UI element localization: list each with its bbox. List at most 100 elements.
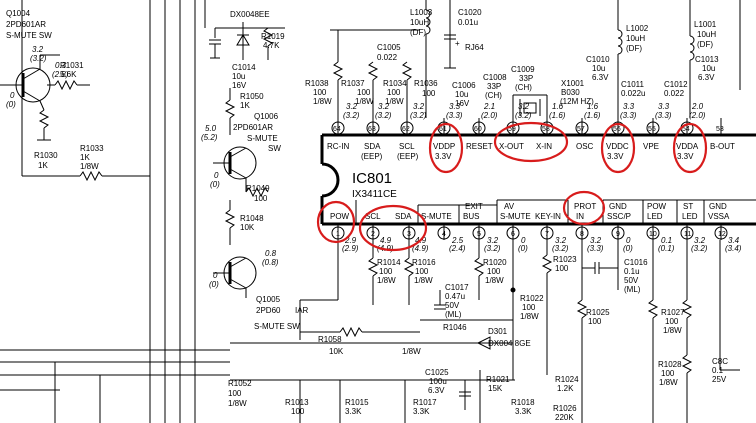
svg-text:R1020: R1020 (483, 258, 507, 267)
svg-text:2.0: 2.0 (691, 102, 704, 111)
bottom-pin-numbers: 1 2 3 4 5 6 7 8 9 10 11 12 (336, 231, 726, 238)
svg-text:C1009: C1009 (511, 65, 535, 74)
svg-text:2.9: 2.9 (344, 236, 357, 245)
svg-text:R1017: R1017 (413, 398, 437, 407)
svg-text:10uH: 10uH (626, 34, 645, 43)
svg-text:6.3V: 6.3V (428, 386, 445, 395)
label-vddp: VDDP (433, 142, 455, 151)
pin-2-num: 2 (371, 231, 375, 238)
svg-text:+: + (455, 39, 460, 48)
bottom-pin-labels: POW SCL SDA S-MUTE EXIT BUS AV S-MUTE KE… (330, 202, 730, 221)
ic-part-number: IX3411CE (352, 189, 397, 200)
bottom-voltages: 2.9(2.9) 4.9(4.9) 4.9(4.9) 2.5(2.4) 3.2(… (342, 236, 742, 253)
svg-text:(3.2): (3.2) (410, 111, 427, 120)
svg-text:1/8W: 1/8W (385, 97, 404, 106)
svg-text:(EEP): (EEP) (397, 152, 419, 161)
svg-text:1/8W: 1/8W (520, 312, 539, 321)
svg-text:1.6: 1.6 (587, 102, 599, 111)
svg-text:(CH): (CH) (485, 91, 502, 100)
svg-text:100: 100 (387, 88, 401, 97)
highlight-prot-in (562, 190, 606, 226)
svg-text:L1001: L1001 (694, 20, 717, 29)
svg-text:(DF): (DF) (410, 28, 426, 37)
svg-text:(2.8): (2.8) (52, 70, 69, 79)
svg-text:25V: 25V (712, 375, 727, 384)
svg-text:3.2: 3.2 (694, 236, 706, 245)
label-exit: EXIT (465, 202, 483, 211)
bottom-pins (331, 224, 728, 240)
svg-text:10uH: 10uH (410, 18, 429, 27)
svg-text:S-MUTE SW: S-MUTE SW (6, 31, 52, 40)
svg-text:R1031: R1031 (60, 61, 84, 70)
label-osc: OSC (576, 142, 594, 151)
svg-text:R1036: R1036 (414, 79, 438, 88)
svg-text:C1012: C1012 (664, 80, 688, 89)
svg-text:L1003: L1003 (410, 8, 433, 17)
svg-text:R1014: R1014 (377, 258, 401, 267)
svg-text:R1024: R1024 (555, 375, 579, 384)
svg-text:SSC/P: SSC/P (607, 212, 631, 221)
pin-56-num: 56 (613, 126, 621, 133)
x1001-crystal (523, 102, 537, 114)
svg-text:3.4: 3.4 (728, 236, 740, 245)
svg-text:1/8W: 1/8W (485, 276, 504, 285)
left-bus-lines (0, 0, 230, 423)
svg-text:1K: 1K (80, 153, 90, 162)
svg-text:1K: 1K (38, 161, 48, 170)
svg-text:(5.2): (5.2) (201, 133, 218, 142)
svg-text:0.1: 0.1 (661, 236, 672, 245)
pin-1-num: 1 (336, 231, 340, 238)
svg-text:100: 100 (555, 264, 569, 273)
svg-text:S-MUTE SW: S-MUTE SW (254, 322, 300, 331)
svg-text:1K: 1K (240, 101, 250, 110)
svg-text:(3.4): (3.4) (725, 244, 742, 253)
pin-61-num: 61 (439, 126, 447, 133)
svg-text:2.5: 2.5 (451, 236, 464, 245)
svg-text:R1048: R1048 (240, 214, 264, 223)
pin-7-num: 7 (545, 231, 549, 238)
svg-text:(3.2): (3.2) (375, 111, 392, 120)
svg-text:3.3K: 3.3K (413, 407, 430, 416)
svg-text:1/8W: 1/8W (377, 276, 396, 285)
svg-text:R1037: R1037 (341, 79, 365, 88)
svg-text:3.3K: 3.3K (515, 407, 532, 416)
label-av: AV (504, 202, 515, 211)
svg-text:(3.3): (3.3) (587, 244, 604, 253)
label-vdda: VDDA (676, 142, 699, 151)
top-pin-labels: RC-IN SDA (EEP) SCL (EEP) VDDP 3.3V RESE… (327, 142, 735, 161)
svg-text:C1010: C1010 (586, 55, 610, 64)
svg-text:C1020: C1020 (458, 8, 482, 17)
label-sda-eep: SDA (364, 142, 381, 151)
svg-text:(ML): (ML) (445, 310, 462, 319)
svg-text:5.6K: 5.6K (60, 70, 77, 79)
ic-body (320, 133, 756, 226)
svg-text:C1005: C1005 (377, 43, 401, 52)
svg-text:LED: LED (682, 212, 698, 221)
svg-text:DX0048EE: DX0048EE (230, 10, 270, 19)
pin-54-num: 54 (682, 126, 690, 133)
r1030-resistor (38, 109, 50, 129)
top-pin-numbers: 64 63 62 61 60 59 58 57 56 55 54 53 (333, 126, 724, 133)
svg-text:100: 100 (522, 303, 536, 312)
svg-text:(3.2): (3.2) (30, 54, 47, 63)
svg-text:0.1: 0.1 (712, 366, 724, 375)
pin-9-num: 9 (616, 231, 620, 238)
svg-text:C1016: C1016 (624, 258, 648, 267)
svg-text:0.8: 0.8 (265, 249, 277, 258)
svg-text:2.1: 2.1 (483, 102, 495, 111)
svg-text:0.01u: 0.01u (458, 18, 478, 27)
svg-text:(1.6): (1.6) (584, 111, 601, 120)
svg-text:100: 100 (379, 267, 393, 276)
pin-5-num: 5 (477, 231, 481, 238)
svg-text:R1038: R1038 (305, 79, 329, 88)
svg-text:(0): (0) (210, 180, 220, 189)
svg-text:100: 100 (415, 267, 429, 276)
q1005-transistor (213, 256, 257, 298)
svg-text:100: 100 (291, 407, 305, 416)
svg-text:L1002: L1002 (626, 24, 649, 33)
svg-text:10K: 10K (240, 223, 255, 232)
svg-text:C1014: C1014 (232, 63, 256, 72)
label-gnd-vssa: GND (709, 202, 727, 211)
pin-6-num: 6 (511, 231, 515, 238)
svg-text:(3.2): (3.2) (515, 111, 532, 120)
